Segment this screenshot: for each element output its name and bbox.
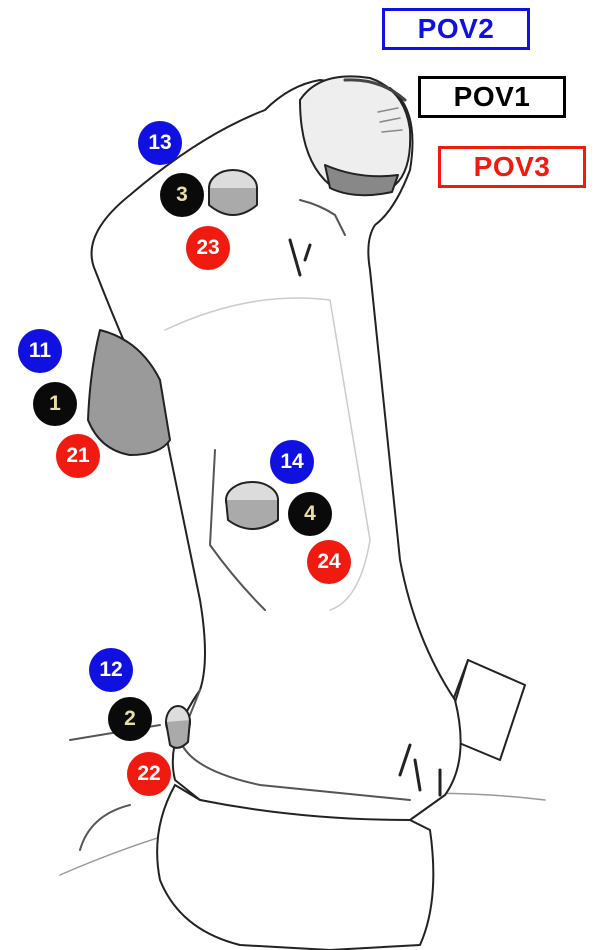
badge-22: 22 bbox=[127, 752, 171, 796]
pov2-label: POV2 bbox=[382, 8, 530, 50]
badge-23: 23 bbox=[186, 226, 230, 270]
badge-1: 1 bbox=[33, 382, 77, 426]
badge-21: 21 bbox=[56, 434, 100, 478]
badge-2: 2 bbox=[108, 697, 152, 741]
pov3-label: POV3 bbox=[438, 146, 586, 188]
badge-12: 12 bbox=[89, 648, 133, 692]
badge-3: 3 bbox=[160, 173, 204, 217]
pov1-label: POV1 bbox=[418, 76, 566, 118]
badge-4: 4 bbox=[288, 492, 332, 536]
badge-24: 24 bbox=[307, 540, 351, 584]
badge-14: 14 bbox=[270, 440, 314, 484]
badge-11: 11 bbox=[18, 329, 62, 373]
badge-13: 13 bbox=[138, 121, 182, 165]
pinky-button bbox=[166, 706, 190, 748]
top-thumb-button bbox=[209, 170, 257, 215]
